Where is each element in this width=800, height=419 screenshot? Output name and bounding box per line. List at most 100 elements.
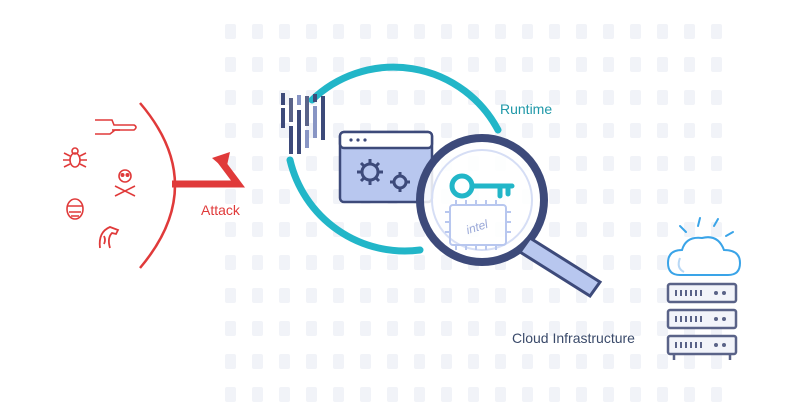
background-dot	[333, 288, 344, 303]
background-dot	[711, 24, 722, 39]
background-dot	[333, 123, 344, 138]
background-dot	[225, 24, 236, 39]
background-dot	[711, 222, 722, 237]
background-dot	[468, 57, 479, 72]
background-dot	[603, 24, 614, 39]
background-dot	[414, 222, 425, 237]
background-dot	[252, 156, 263, 171]
background-dot	[549, 123, 560, 138]
background-dot	[279, 123, 290, 138]
background-dot	[306, 156, 317, 171]
background-dot	[576, 387, 587, 402]
attack-arrow	[172, 157, 245, 188]
background-dot	[387, 354, 398, 369]
cloud-infrastructure-label: Cloud Infrastructure	[512, 330, 635, 346]
background-dot	[387, 222, 398, 237]
background-dot	[522, 123, 533, 138]
background-dot	[603, 288, 614, 303]
background-dot	[684, 222, 695, 237]
background-dot	[414, 90, 425, 105]
background-dot	[468, 321, 479, 336]
background-dot	[387, 24, 398, 39]
background-dot	[684, 354, 695, 369]
background-dot	[333, 255, 344, 270]
cloud-icon	[666, 217, 742, 276]
background-dot	[603, 57, 614, 72]
background-dot	[549, 90, 560, 105]
background-dot	[252, 387, 263, 402]
background-dot	[414, 123, 425, 138]
background-dot	[387, 321, 398, 336]
background-dot	[711, 123, 722, 138]
background-dot	[333, 90, 344, 105]
background-dot	[360, 123, 371, 138]
background-dot	[549, 387, 560, 402]
background-dot	[711, 189, 722, 204]
background-dot	[387, 255, 398, 270]
background-dot	[576, 57, 587, 72]
background-dot	[630, 90, 641, 105]
background-dot	[657, 189, 668, 204]
background-dot	[495, 387, 506, 402]
background-dot	[306, 57, 317, 72]
background-dot	[603, 189, 614, 204]
background-dot	[630, 321, 641, 336]
background-dot	[252, 255, 263, 270]
background-dot	[549, 321, 560, 336]
background-dot	[306, 288, 317, 303]
background-dot	[522, 255, 533, 270]
background-dot	[225, 57, 236, 72]
background-dot	[630, 57, 641, 72]
background-dot	[333, 321, 344, 336]
magnifier-icon	[416, 134, 603, 299]
key-icon	[449, 173, 515, 199]
background-dot	[603, 321, 614, 336]
processor-chip-icon	[445, 200, 511, 250]
background-dot	[252, 57, 263, 72]
background-dot	[684, 123, 695, 138]
attack-barrier-arc	[139, 102, 177, 269]
background-dot	[657, 24, 668, 39]
background-dot	[522, 354, 533, 369]
background-dot	[657, 288, 668, 303]
background-dot	[657, 123, 668, 138]
background-dot	[441, 123, 452, 138]
background-dot	[495, 24, 506, 39]
runtime-ring	[308, 63, 502, 134]
attack-arrowhead	[212, 152, 230, 170]
hand-pointer-icon	[95, 119, 137, 135]
background-dot	[630, 189, 641, 204]
runtime-ring-lower	[286, 156, 424, 255]
background-dot	[441, 321, 452, 336]
background-dot	[657, 90, 668, 105]
background-dot	[360, 57, 371, 72]
background-dot	[603, 387, 614, 402]
background-dot	[630, 387, 641, 402]
background-dot	[657, 156, 668, 171]
background-dot	[225, 321, 236, 336]
background-dot	[279, 57, 290, 72]
background-dot	[630, 222, 641, 237]
background-dot	[414, 354, 425, 369]
background-dot	[522, 387, 533, 402]
background-dot	[306, 321, 317, 336]
background-dot	[225, 156, 236, 171]
background-dot	[441, 255, 452, 270]
background-dot	[306, 222, 317, 237]
background-dot	[306, 24, 317, 39]
background-dot	[576, 189, 587, 204]
background-dot	[225, 222, 236, 237]
background-dot	[414, 255, 425, 270]
background-dot	[576, 123, 587, 138]
background-dot	[387, 123, 398, 138]
background-dot	[522, 90, 533, 105]
background-dot	[630, 123, 641, 138]
background-dot	[252, 354, 263, 369]
attack-label: Attack	[201, 202, 240, 218]
background-dot	[441, 57, 452, 72]
background-dot	[711, 57, 722, 72]
background-dot	[684, 189, 695, 204]
trojan-horse-icon	[98, 226, 120, 249]
background-dot	[225, 189, 236, 204]
background-dot	[441, 90, 452, 105]
